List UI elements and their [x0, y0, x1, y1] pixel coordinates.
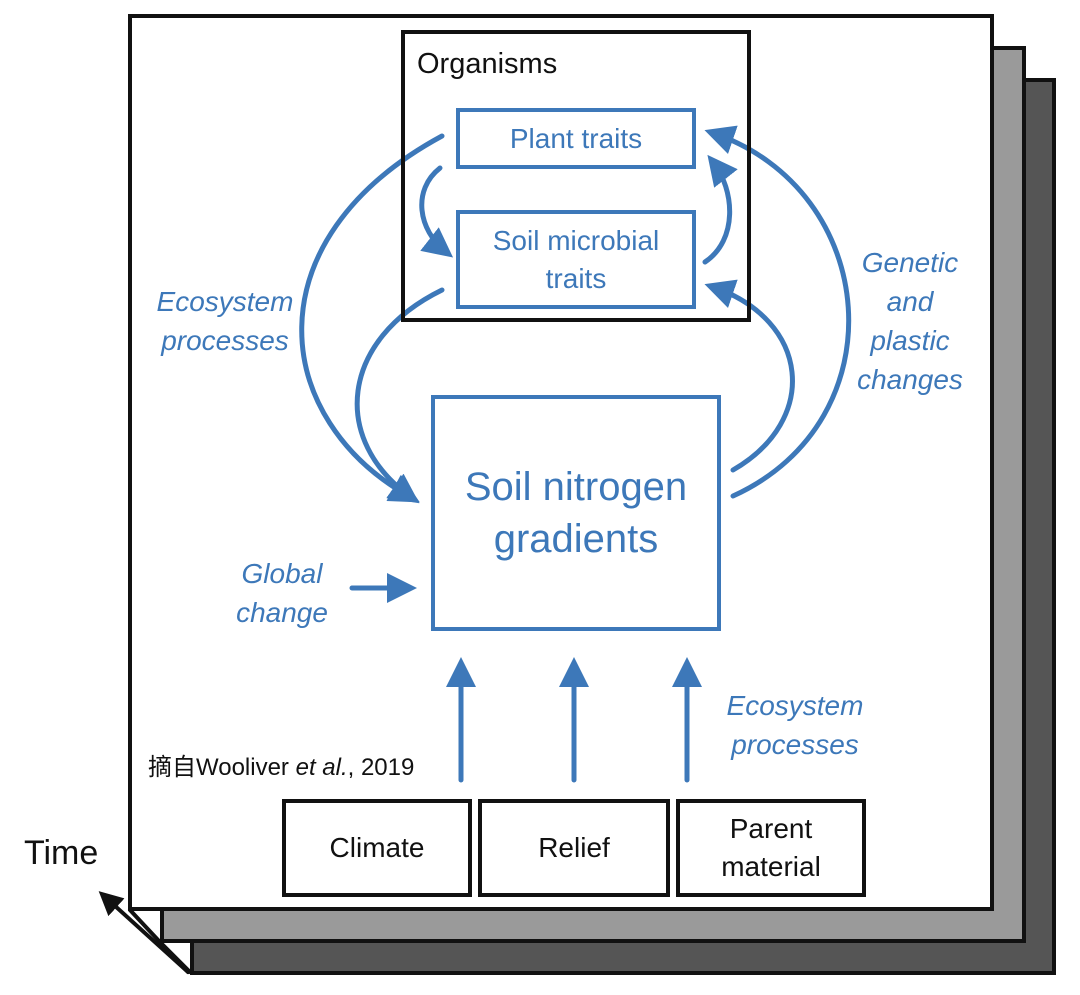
- source-et-al: et al.: [295, 754, 348, 781]
- soil-nitrogen-gradients-box: Soil nitrogen gradients: [431, 395, 721, 631]
- soil-microbial-label-line2: traits: [545, 262, 607, 294]
- global-line1: Global: [241, 558, 323, 589]
- genetic-line1: Genetic: [861, 247, 959, 278]
- genetic-plastic-changes-label: Genetic and plastic changes: [840, 243, 980, 399]
- arrow-microbial-to-nitrogen: [354, 287, 445, 504]
- genetic-line2: and: [886, 286, 934, 317]
- arrow-nitrogen-to-microbial: [704, 279, 795, 473]
- source-year: , 2019: [347, 754, 415, 781]
- arrow-plant-to-microbial: [419, 165, 454, 258]
- plant-traits-label: Plant traits: [509, 122, 643, 154]
- arrow-microbial-to-plant: [702, 154, 738, 265]
- relief-box: Relief: [478, 799, 670, 897]
- soil-microbial-traits-box: Soil microbial traits: [456, 210, 696, 309]
- time-axis-edge: [128, 908, 192, 974]
- arrow-nitrogen-to-plant: [704, 125, 852, 499]
- ecosystem-left-line2: processes: [161, 325, 289, 356]
- parent-label-line2: material: [721, 851, 821, 882]
- soil-microbial-label-line1: Soil microbial: [492, 224, 660, 256]
- ecosystem-processes-bottom-label: Ecosystem processes: [712, 686, 878, 764]
- ecosystem-left-line1: Ecosystem: [156, 286, 294, 317]
- parent-material-box: Parent material: [676, 799, 866, 897]
- arrow-plant-to-nitrogen: [299, 133, 445, 503]
- genetic-line4: changes: [857, 364, 963, 395]
- source-citation: 摘自Wooliver et al., 2019: [148, 747, 414, 782]
- climate-label: Climate: [329, 832, 425, 863]
- relief-label: Relief: [538, 832, 610, 863]
- genetic-line3: plastic: [870, 325, 950, 356]
- soil-nitrogen-label-line2: gradients: [493, 517, 659, 561]
- ecosystem-bottom-line1: Ecosystem: [726, 690, 864, 721]
- organisms-box: Organisms: [401, 30, 751, 322]
- soil-nitrogen-label-line1: Soil nitrogen: [464, 465, 688, 509]
- global-line2: change: [236, 597, 328, 628]
- ecosystem-processes-left-label: Ecosystem processes: [140, 282, 310, 360]
- source-prefix: 摘自Wooliver: [148, 754, 296, 781]
- climate-box: Climate: [282, 799, 472, 897]
- global-change-label: Global change: [222, 554, 342, 632]
- ecosystem-bottom-line2: processes: [731, 729, 859, 760]
- parent-label-line1: Parent: [729, 813, 813, 844]
- organisms-title: Organisms: [417, 48, 558, 80]
- plant-traits-box: Plant traits: [456, 108, 696, 169]
- time-label: Time: [24, 834, 99, 872]
